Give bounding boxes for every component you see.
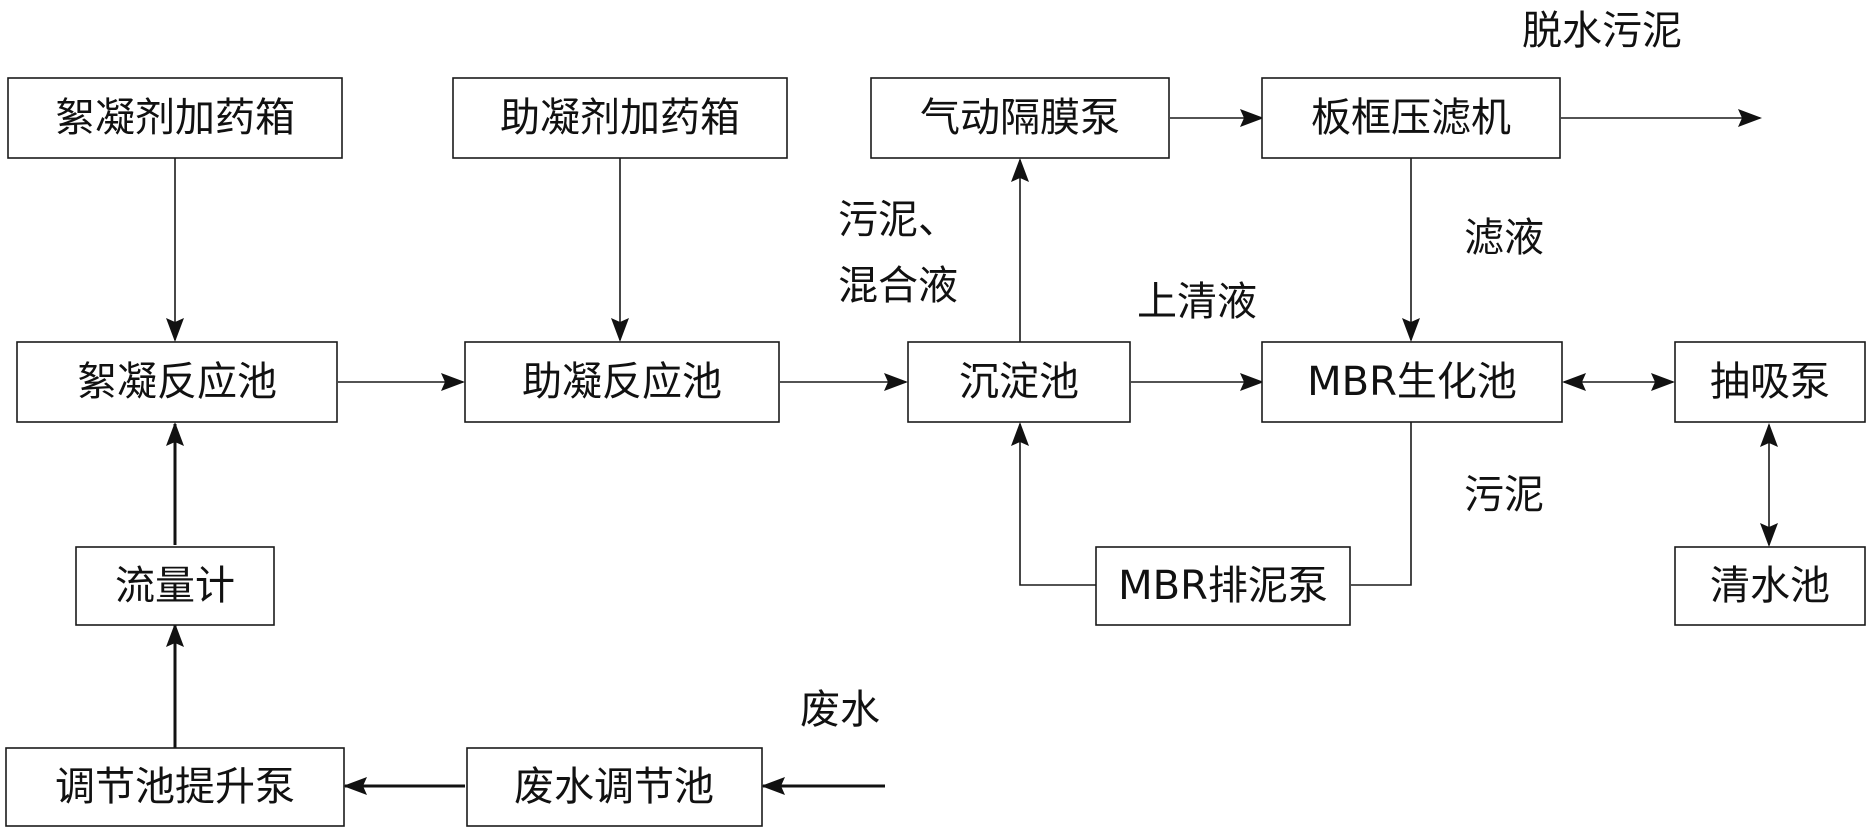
node-label: 抽吸泵 — [1710, 359, 1830, 405]
label-sludge-mixture-line1: 污泥、 — [838, 197, 958, 243]
node-label: MBR排泥泵 — [1118, 563, 1328, 609]
node-flocculant-tank: 絮凝剂加药箱 — [7, 77, 343, 159]
node-coagulant-aid-tank: 助凝剂加药箱 — [452, 77, 788, 159]
node-label: 絮凝剂加药箱 — [55, 95, 295, 141]
node-label: 气动隔膜泵 — [920, 95, 1120, 141]
connectors — [166, 109, 1778, 795]
node-label: MBR生化池 — [1307, 359, 1517, 405]
node-lift-pump: 调节池提升泵 — [5, 747, 345, 827]
node-flow-meter: 流量计 — [75, 546, 275, 626]
label-dewatered-sludge: 脱水污泥 — [1522, 8, 1682, 54]
label-filtrate: 滤液 — [1464, 215, 1544, 261]
node-suction-pump: 抽吸泵 — [1674, 341, 1866, 423]
node-equalization-tank: 废水调节池 — [466, 747, 763, 827]
node-diaphragm-pump: 气动隔膜泵 — [870, 77, 1170, 159]
label-supernatant: 上清液 — [1137, 279, 1257, 325]
arrow-sludge-pump-to-sedimentation — [1011, 422, 1096, 586]
node-label: 板框压滤机 — [1311, 95, 1511, 141]
node-label: 废水调节池 — [514, 764, 714, 810]
node-mbr-sludge-pump: MBR排泥泵 — [1095, 546, 1351, 626]
label-sludge-mixture-line2: 混合液 — [838, 263, 958, 309]
line-mbr-to-sludge-pump — [1351, 422, 1412, 586]
node-label: 调节池提升泵 — [55, 764, 295, 810]
node-label: 流量计 — [115, 563, 235, 609]
node-clear-water-tank: 清水池 — [1674, 546, 1866, 626]
label-sludge: 污泥 — [1464, 472, 1544, 518]
label-wastewater: 废水 — [800, 687, 880, 733]
node-coagulation-tank: 助凝反应池 — [464, 341, 780, 423]
node-flocculation-tank: 絮凝反应池 — [16, 341, 338, 423]
node-label: 助凝剂加药箱 — [500, 95, 740, 141]
node-label: 清水池 — [1710, 563, 1830, 609]
node-label: 助凝反应池 — [522, 359, 722, 405]
node-label: 沉淀池 — [959, 359, 1079, 405]
node-label: 絮凝反应池 — [77, 359, 277, 405]
node-sedimentation-tank: 沉淀池 — [907, 341, 1131, 423]
node-filter-press: 板框压滤机 — [1261, 77, 1561, 159]
node-mbr-tank: MBR生化池 — [1261, 341, 1563, 423]
